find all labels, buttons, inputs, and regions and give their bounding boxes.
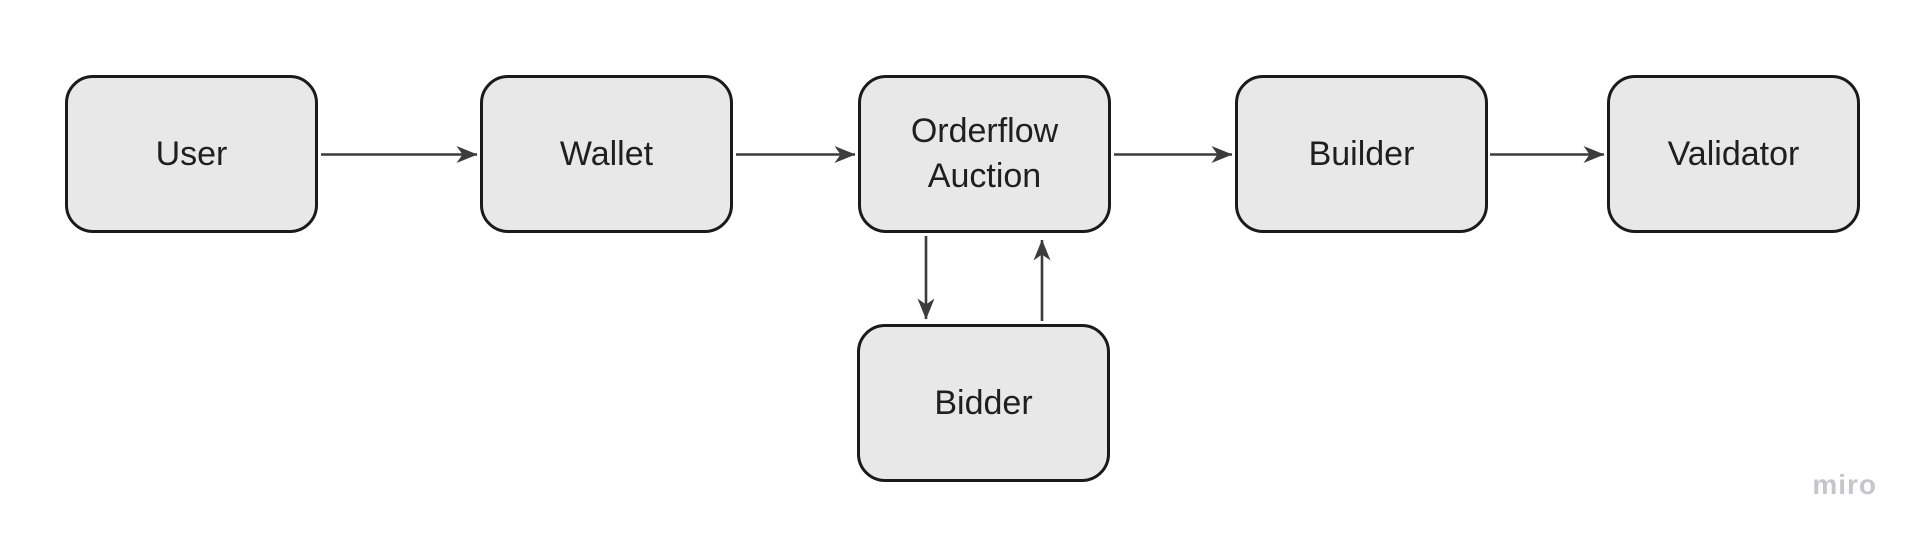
miro-watermark: miro [1812, 469, 1877, 500]
node-user-label: User [155, 134, 228, 173]
node-orderflow-auction[interactable]: Orderflow Auction [858, 75, 1111, 233]
node-builder-label: Builder [1308, 134, 1415, 173]
node-validator-label: Validator [1667, 134, 1800, 173]
node-validator[interactable]: Validator [1607, 75, 1860, 233]
node-wallet-label: Wallet [559, 134, 654, 173]
node-bidder-label: Bidder [934, 383, 1033, 422]
node-user[interactable]: User [65, 75, 318, 233]
node-wallet[interactable]: Wallet [480, 75, 733, 233]
node-builder[interactable]: Builder [1235, 75, 1488, 233]
node-bidder[interactable]: Bidder [857, 324, 1110, 482]
node-orderflow-auction-label: Orderflow Auction [910, 112, 1059, 195]
